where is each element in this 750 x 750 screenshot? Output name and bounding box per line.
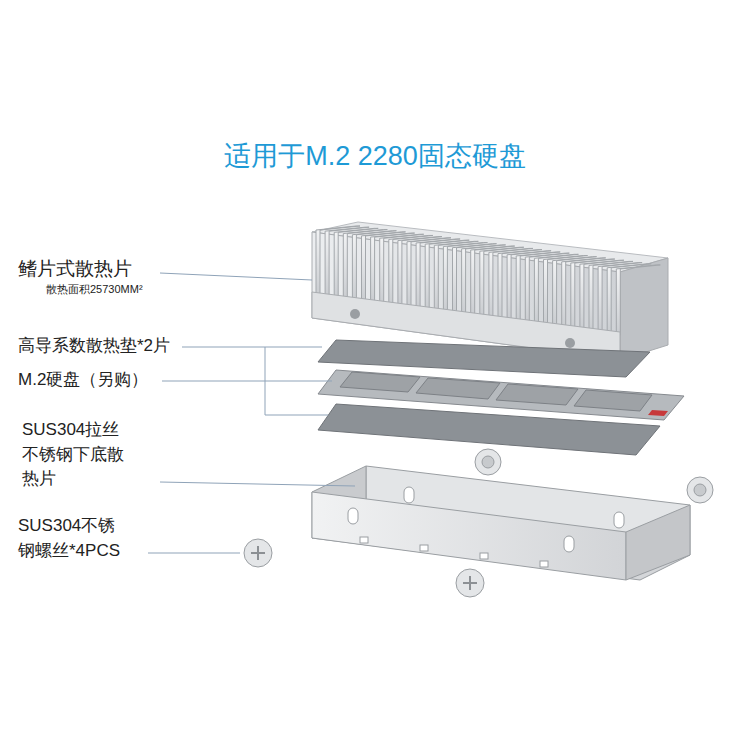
heatsink-fin [616, 265, 660, 335]
title: 适用于M.2 2280固态硬盘 [0, 140, 750, 172]
thermal-pad [318, 340, 650, 377]
part-label: 鳍片式散热片 [18, 258, 132, 281]
heatsink-fin [607, 264, 651, 334]
leader-lines [148, 273, 355, 553]
heatsink [312, 222, 668, 360]
part-label: 散热面积25730MM² [46, 283, 143, 296]
part-label: SUS304不锈 钢螺丝*4PCS [18, 514, 140, 563]
screws [244, 449, 713, 597]
steel-bracket [312, 466, 690, 580]
part-label: 高导系数散热垫*2片 [18, 336, 170, 356]
part-label: M.2硬盘（另购） [18, 370, 148, 390]
part-label: SUS304拉丝 不锈钢下底散 热片 [22, 418, 134, 492]
thermal-pad [318, 404, 660, 455]
